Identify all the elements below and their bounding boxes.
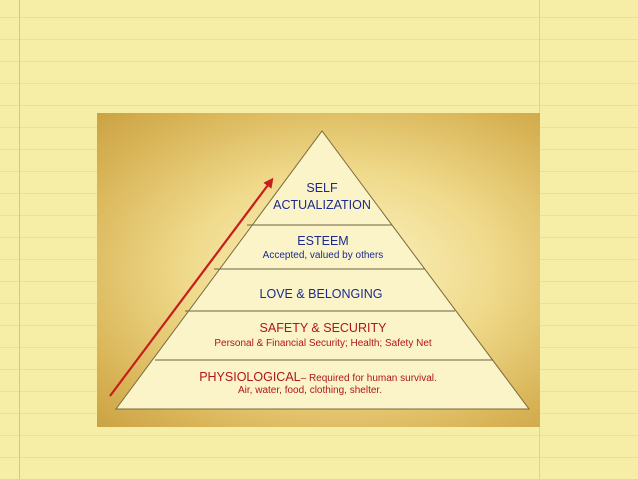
- level-safety-subtitle: Personal & Financial Security; Health; S…: [214, 338, 432, 349]
- level-self-title-line2: ACTUALIZATION: [273, 198, 371, 212]
- level-physiological-subtitle: Air, water, food, clothing, shelter.: [238, 385, 382, 396]
- level-esteem-subtitle: Accepted, valued by others: [262, 250, 384, 261]
- level-self-title: SELF: [306, 181, 338, 195]
- level-physiological-suffix: – Required for human survival.: [300, 373, 437, 384]
- level-physiological-title-row: PHYSIOLOGICAL– Required for human surviv…: [199, 369, 437, 385]
- level-safety-title: SAFETY & SECURITY: [259, 321, 387, 335]
- level-love-title: LOVE & BELONGING: [259, 287, 383, 301]
- growth-arrow: [109, 177, 274, 397]
- level-physiological-title: PHYSIOLOGICAL: [199, 370, 301, 384]
- level-esteem-title: ESTEEM: [297, 234, 349, 248]
- pyramid-shape: [115, 130, 530, 410]
